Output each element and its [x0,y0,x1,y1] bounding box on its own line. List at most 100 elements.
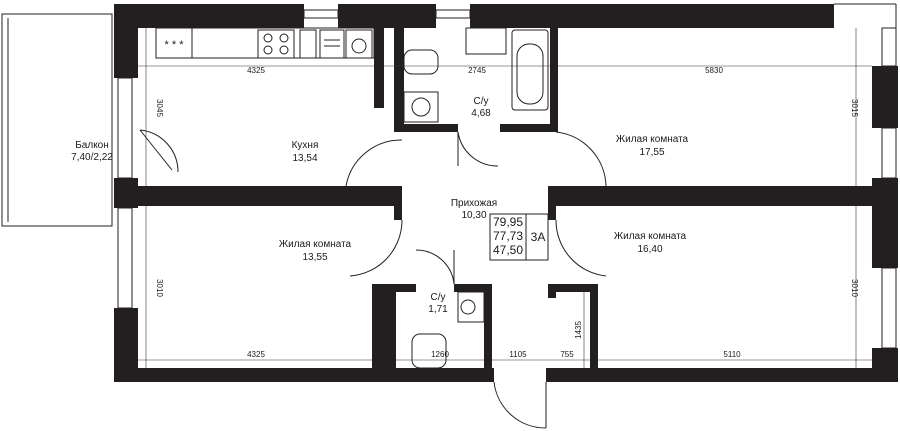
wall-bottom-left [114,368,494,382]
window-right-3 [881,267,897,349]
bath-bottom-fixtures [411,291,485,369]
wall-niche-right [590,284,598,368]
kitchen-fixtures: * * * [155,27,375,59]
entrance-door-swing [493,381,547,429]
wall-kitchen-bath [374,28,384,108]
stove-left-block [155,27,193,59]
dim-label-living-top-height: 3015 [850,99,859,117]
dimension-lines [138,28,872,368]
window-top-2 [435,9,471,19]
kitchen-area: 13,54 [292,153,317,164]
bath-bottom-area: 1,71 [428,304,448,315]
washbasin-bowl-icon [460,299,476,315]
living-bottom-left-name: Жилая комната [279,239,352,250]
room-labels: Кухня 13,54 С/у 4,68 Жилая комната 17,55… [279,96,689,315]
dim-label-kitchen-width: 4325 [247,66,265,75]
area-total: 79,95 [493,215,523,229]
burner-icon [263,33,273,43]
apartment-type: 3А [531,230,546,244]
washing-machine-icon [403,91,439,123]
dishwasher-icon [319,29,345,59]
washbasin-icon [465,27,507,55]
doors [139,129,607,429]
wall-mid-left [138,186,402,206]
wc-niche [382,334,396,358]
balcony-door [139,129,173,171]
bath-top-door-swing [457,131,499,167]
interior-walls [138,28,872,368]
washing-machine-drum-icon [411,97,431,117]
wall-top-2 [338,4,436,28]
toilet-icon [411,333,447,369]
balcony-outline [1,13,113,227]
outer-walls [114,3,898,382]
window-left-2 [117,207,133,309]
dim-label-living-right-height: 3010 [850,279,859,297]
area-living: 47,50 [493,243,523,257]
window-left-1 [117,77,133,179]
wall-right-1 [872,66,898,128]
window-right-2 [881,127,897,179]
dim-label-living-top-width: 5830 [705,66,723,75]
wall-bath-bottom-right [500,124,558,132]
hall-area: 10,30 [461,210,486,221]
wall-mid-right [548,186,872,206]
wall-wc-top [372,284,416,292]
balcony-area: 7,40/2,22 [71,152,113,163]
wc-door-swing [415,249,455,285]
wall-left-1 [114,4,138,78]
dim-label-bottom-right: 5110 [723,350,741,359]
living-bottom-right-name: Жилая комната [614,231,687,242]
balcony: Балкон 7,40/2,22 [1,13,113,227]
window-right-1 [881,27,897,67]
wall-mid-left-stub [394,186,402,220]
bathtub-inner-icon [516,43,544,105]
sink-icon [299,29,317,59]
wall-wc-top-right [454,284,492,292]
burner-icon [279,33,289,43]
area-living-total: 77,73 [493,229,523,243]
living-bottom-left-area: 13,55 [302,252,327,263]
wall-bath-left [394,28,404,132]
burner-icon [279,45,289,55]
hall-name: Прихожая [451,198,497,209]
living-left-door-swing [349,219,403,277]
bath-top-area: 4,68 [471,108,491,119]
bath-top-fixtures [403,27,549,123]
dim-label-bottom-hall: 1105 [509,350,527,359]
wall-right-2 [872,178,898,268]
dim-label-living-left-height: 3010 [155,279,164,297]
balcony-door-swing [139,129,179,173]
living-top-door-swing [555,131,607,187]
washer-drum-icon [351,38,367,54]
toilet-icon [403,49,439,75]
burner-icon [263,45,273,55]
stove-marks: * * * [165,39,185,51]
wall-niche-top [548,284,598,292]
dim-label-bottom-left: 4325 [247,350,265,359]
wall-wc-right [484,284,492,368]
dim-label-niche-height: 1435 [574,321,583,339]
wall-bath-right [550,28,558,132]
wall-niche-stub [548,284,556,298]
cooktop-icon [257,29,295,59]
wall-bath-bottom-left [394,124,458,132]
dim-label-kitchen-height: 3045 [155,99,164,117]
wall-left-2 [114,178,138,208]
dimension-labels: 4325 2745 5830 3045 3015 3010 3010 4325 … [155,66,859,359]
wall-top-1 [114,4,304,28]
kitchen-door-swing [345,139,403,187]
kitchen-name: Кухня [292,140,319,151]
living-bottom-right-area: 16,40 [637,244,662,255]
dim-label-bottom-bath: 1260 [431,350,449,359]
window-top-1 [303,9,339,19]
bath-bottom-name: С/у [431,292,446,303]
wall-mid-right-stub [548,186,556,220]
living-top-right-name: Жилая комната [616,134,689,145]
balcony-name: Балкон [75,140,109,151]
bath-top-name: С/у [474,96,489,107]
living-right-door-swing [555,219,607,277]
wall-top-3 [470,4,834,28]
area-summary: 79,95 77,73 47,50 3А [489,213,549,261]
